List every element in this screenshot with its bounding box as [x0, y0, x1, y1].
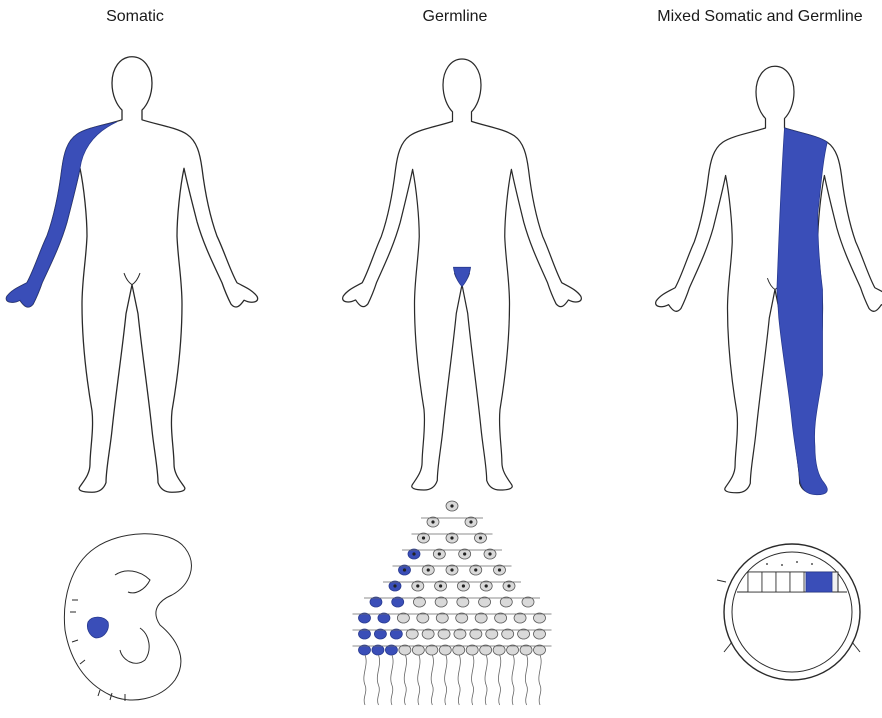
lineage-cell — [514, 613, 526, 623]
lineage-cell — [480, 645, 492, 655]
lineage-cell — [422, 629, 434, 639]
lineage-cell — [486, 629, 498, 639]
lineage-cell — [359, 645, 371, 655]
lineage-cell — [413, 597, 425, 607]
lineage-cell — [390, 629, 402, 639]
lineage-cell — [392, 597, 404, 607]
lineage-cell — [495, 613, 507, 623]
lineage-cell — [520, 645, 532, 655]
embryo-drawing — [64, 534, 191, 701]
lineage-cell — [534, 613, 546, 623]
lineage-cell — [500, 597, 512, 607]
lineage-cell — [522, 597, 534, 607]
lineage-cell — [507, 645, 519, 655]
lineage-cell — [426, 645, 438, 655]
cell-lineage-tree — [353, 501, 552, 705]
mixed-left-side-highlight — [777, 128, 827, 495]
lineage-cell — [453, 645, 465, 655]
lineage-cell — [372, 645, 384, 655]
lineage-cell — [475, 613, 487, 623]
lineage-cell — [378, 613, 390, 623]
lineage-cell — [454, 629, 466, 639]
lineage-cell — [439, 645, 451, 655]
lineage-cell — [412, 645, 424, 655]
lineage-cell — [359, 629, 371, 639]
lineage-cell — [374, 629, 386, 639]
lineage-cell — [399, 645, 411, 655]
lineage-cell — [370, 597, 382, 607]
lineage-cell — [470, 629, 482, 639]
lineage-cell — [359, 613, 371, 623]
blastocyst-drawing — [717, 544, 860, 680]
lineage-cell — [466, 645, 478, 655]
lineage-cell — [385, 645, 397, 655]
lineage-cell — [493, 645, 505, 655]
lineage-cell — [438, 629, 450, 639]
lineage-cell — [457, 597, 469, 607]
lineage-cell — [479, 597, 491, 607]
lineage-cell — [397, 613, 409, 623]
lineage-cell — [435, 597, 447, 607]
lineage-cell — [534, 629, 546, 639]
lineage-cell — [502, 629, 514, 639]
embryo-patch-highlight — [87, 617, 108, 638]
germline-figure — [343, 59, 582, 490]
somatic-figure — [6, 57, 257, 493]
lineage-cell — [417, 613, 429, 623]
lineage-cell — [456, 613, 468, 623]
lineage-cell — [406, 629, 418, 639]
lineage-cell — [436, 613, 448, 623]
lineage-cell — [518, 629, 530, 639]
blastocyst-highlight — [806, 572, 832, 592]
lineage-cell — [534, 645, 546, 655]
mixed-figure — [656, 66, 882, 494]
